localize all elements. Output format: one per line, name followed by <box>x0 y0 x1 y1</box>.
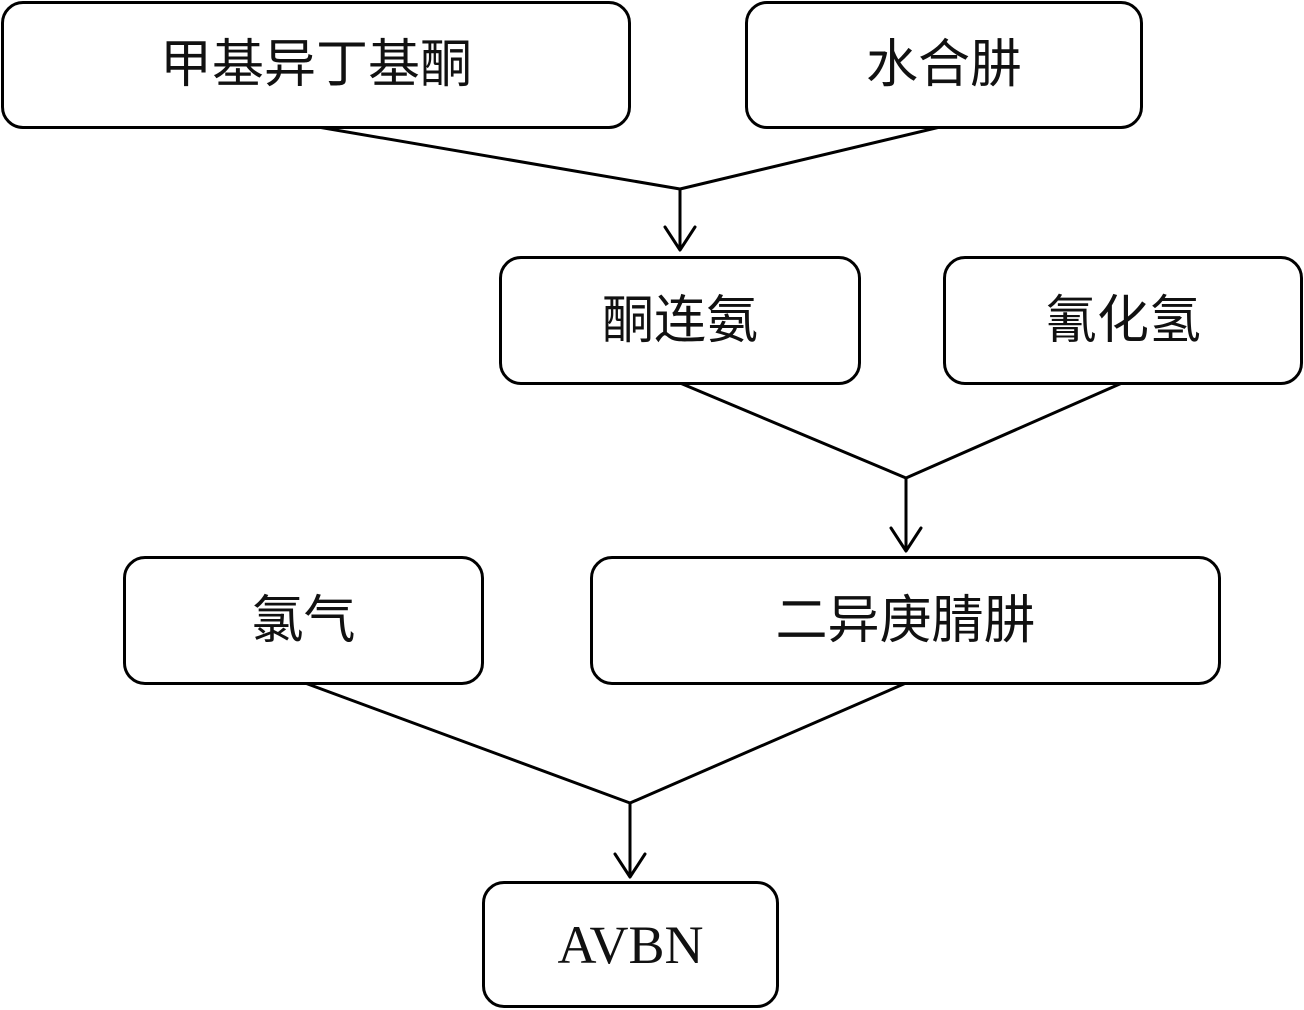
node-label: 甲基异丁基酮 <box>159 35 472 95</box>
arrowhead-ketazine <box>663 225 697 252</box>
node-avbn: AVBN <box>482 881 779 1008</box>
node-label: 氰化氢 <box>1044 290 1201 351</box>
node-ketazine: 酮连氨 <box>499 256 861 385</box>
node-label: 水合肼 <box>865 35 1022 95</box>
node-label: 二异庚腈肼 <box>775 590 1036 651</box>
connector-ketazine <box>678 381 908 480</box>
node-methyl-isobutyl-ketone: 甲基异丁基酮 <box>1 1 631 129</box>
node-label: 氯气 <box>251 590 356 651</box>
connector-mibk <box>316 125 682 191</box>
node-hydrazine-hydrate: 水合肼 <box>745 1 1143 129</box>
node-chlorine: 氯气 <box>123 556 484 685</box>
node-label: AVBN <box>557 914 704 975</box>
node-hydrogen-cyanide: 氰化氢 <box>943 256 1303 385</box>
node-label: 酮连氨 <box>601 290 758 351</box>
arrowhead-diisoheptanenitrile-hydrazine <box>889 526 923 553</box>
connector-hydrogen-cyanide <box>904 381 1124 480</box>
connector-diisoheptanenitrile-hydrazine <box>628 681 908 805</box>
connector-chlorine <box>303 681 632 805</box>
arrowhead-avbn <box>613 852 647 879</box>
node-diisoheptanenitrile-hydrazine: 二异庚腈肼 <box>590 556 1221 685</box>
connector-hydrazine-hydrate <box>678 125 942 191</box>
